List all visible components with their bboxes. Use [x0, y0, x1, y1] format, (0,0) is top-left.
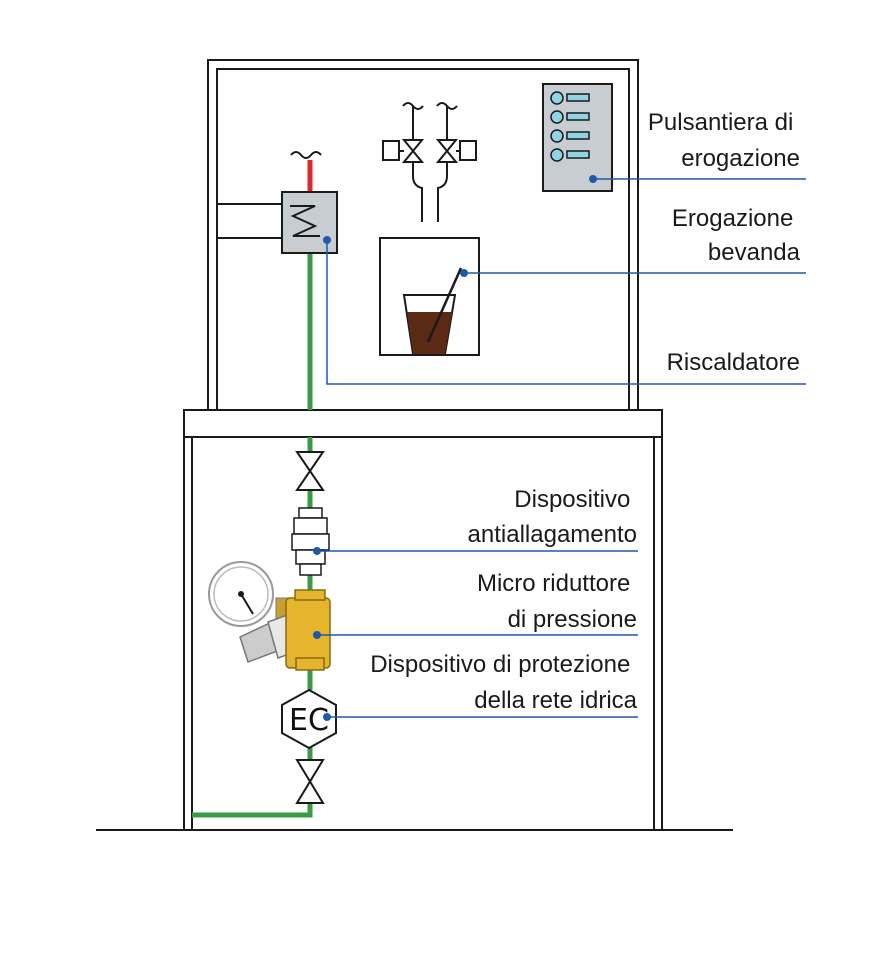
shutoff-valve-top: [295, 451, 325, 491]
panel-button-icon: [550, 91, 564, 105]
label-micro-riduttore: Micro riduttore di pressione: [477, 570, 637, 633]
drink-compartment: [379, 237, 480, 356]
label-antiallagamento: Dispositivo antiallagamento: [468, 486, 637, 548]
panel-button-icon: [550, 148, 564, 162]
ec-backflow-device: EC: [281, 688, 337, 750]
leader-lines: [317, 178, 806, 718]
heater-coil-icon: [290, 205, 320, 237]
heater: [217, 191, 338, 254]
label-protezione-rete: Dispositivo di protezione della rete idr…: [370, 651, 637, 714]
counter-slab: [183, 409, 663, 438]
pipe-break-icon: [290, 151, 322, 159]
label-erogazione-bevanda: Erogazione bevanda: [672, 205, 801, 266]
label-pulsantiera: Pulsantiera di erogazione: [648, 109, 800, 172]
button-panel: [542, 83, 613, 192]
solenoid-valves: [382, 102, 477, 222]
shutoff-valve-bottom: [295, 759, 325, 804]
lower-cabinet: [183, 437, 663, 830]
anti-flooding-device: [291, 507, 330, 576]
panel-button-icon: [550, 110, 564, 124]
ec-symbol: EC: [289, 703, 329, 738]
label-riscaldatore: Riscaldatore: [667, 349, 800, 376]
panel-button-icon: [550, 129, 564, 143]
pressure-reducer: [208, 561, 331, 671]
leader-dots: [313, 175, 597, 721]
drink-fill: [407, 312, 452, 354]
stirrer-icon: [426, 267, 463, 343]
